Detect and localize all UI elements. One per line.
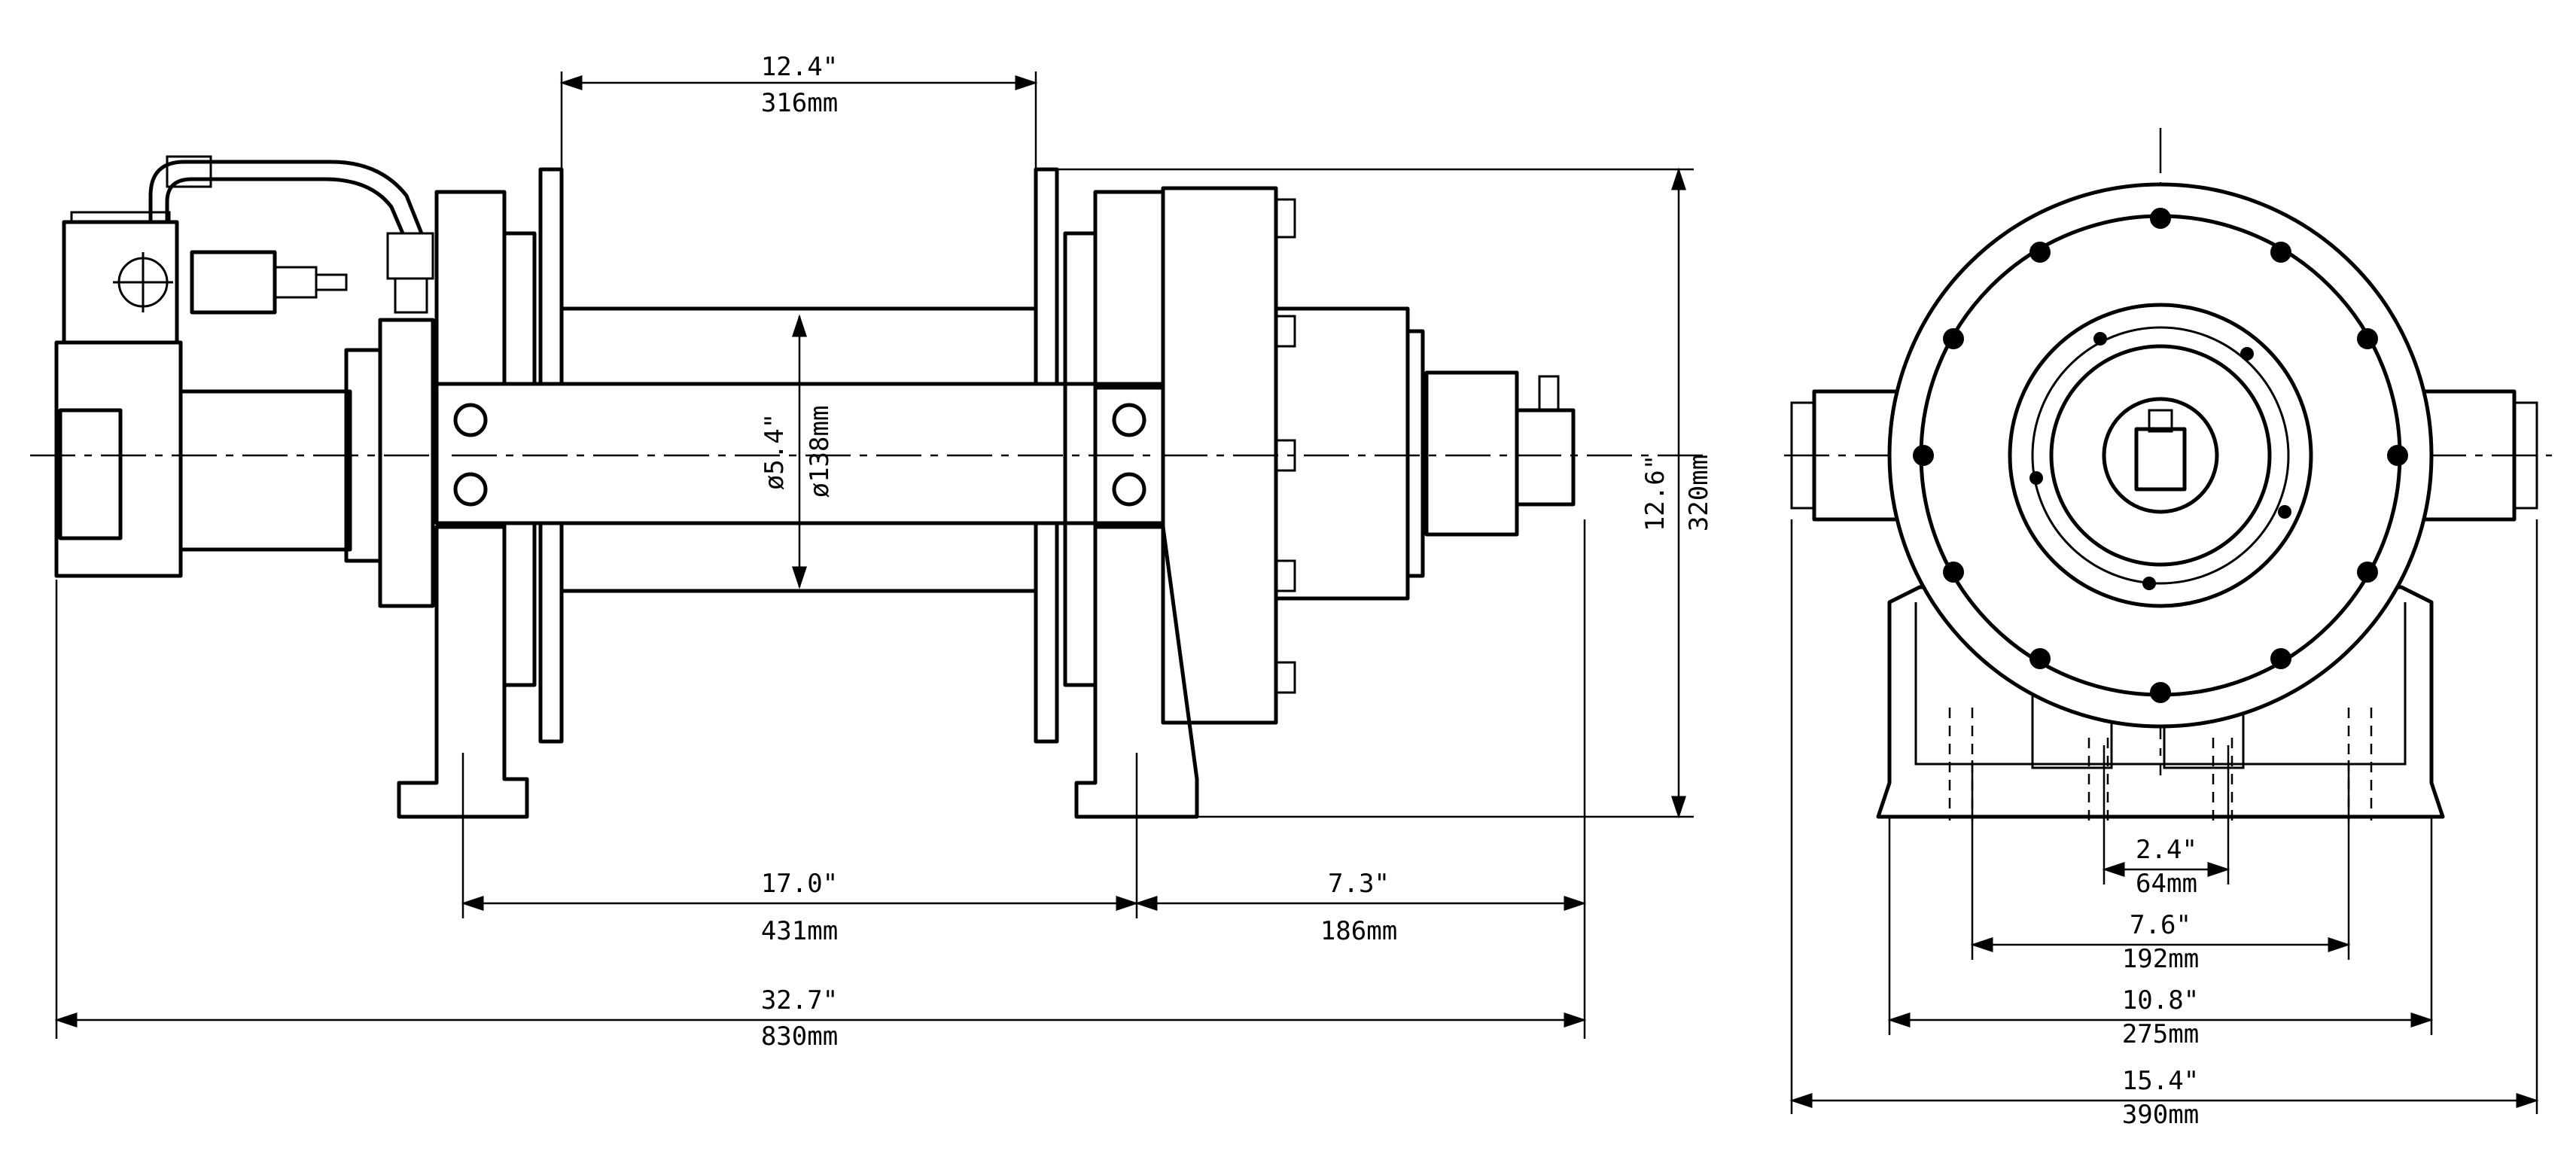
foot-to-end-metric: 186mm (1320, 916, 1397, 946)
height-metric: 320mm (1684, 455, 1714, 531)
end-b-metric: 192mm (2122, 944, 2199, 974)
bolt-circle (1913, 208, 2408, 703)
foot-spacing-imperial: 17.0" (761, 869, 838, 899)
drum-length-imperial: 12.4" (761, 52, 838, 82)
end-a-metric: 64mm (2136, 869, 2197, 899)
shaft-key (2134, 427, 2187, 492)
valve-block (62, 211, 348, 345)
end-d-metric: 390mm (2122, 1100, 2199, 1130)
overall-length-imperial: 32.7" (761, 985, 838, 1015)
drum-length-metric: 316mm (761, 88, 838, 118)
drum-diameter-imperial: ø5.4" (760, 413, 790, 490)
gearbox-housing (1161, 186, 1576, 725)
foot-spacing-metric: 431mm (761, 916, 838, 946)
end-c-metric: 275mm (2122, 1019, 2199, 1049)
foot-to-end-imperial: 7.3" (1328, 869, 1390, 899)
side-view: ø5.4" ø138mm 12.4" 316mm 12.6" 320mm 17.… (30, 52, 1714, 1052)
drum-diameter-metric: ø138mm (805, 406, 835, 498)
end-d-imperial: 15.4" (2122, 1066, 2199, 1096)
overall-length-metric: 830mm (761, 1021, 838, 1052)
end-b-imperial: 7.6" (2130, 910, 2191, 940)
hydraulic-motor (54, 318, 435, 608)
height-imperial: 12.6" (1640, 455, 1670, 531)
outer-housing (1887, 182, 2434, 729)
end-c-imperial: 10.8" (2122, 985, 2199, 1015)
hydraulic-hose (148, 155, 434, 314)
end-a-imperial: 2.4" (2136, 835, 2197, 865)
end-view: 2.4" 64mm 7.6" 192mm 10.8" 275mm 15.4" 3… (1784, 128, 2552, 1130)
